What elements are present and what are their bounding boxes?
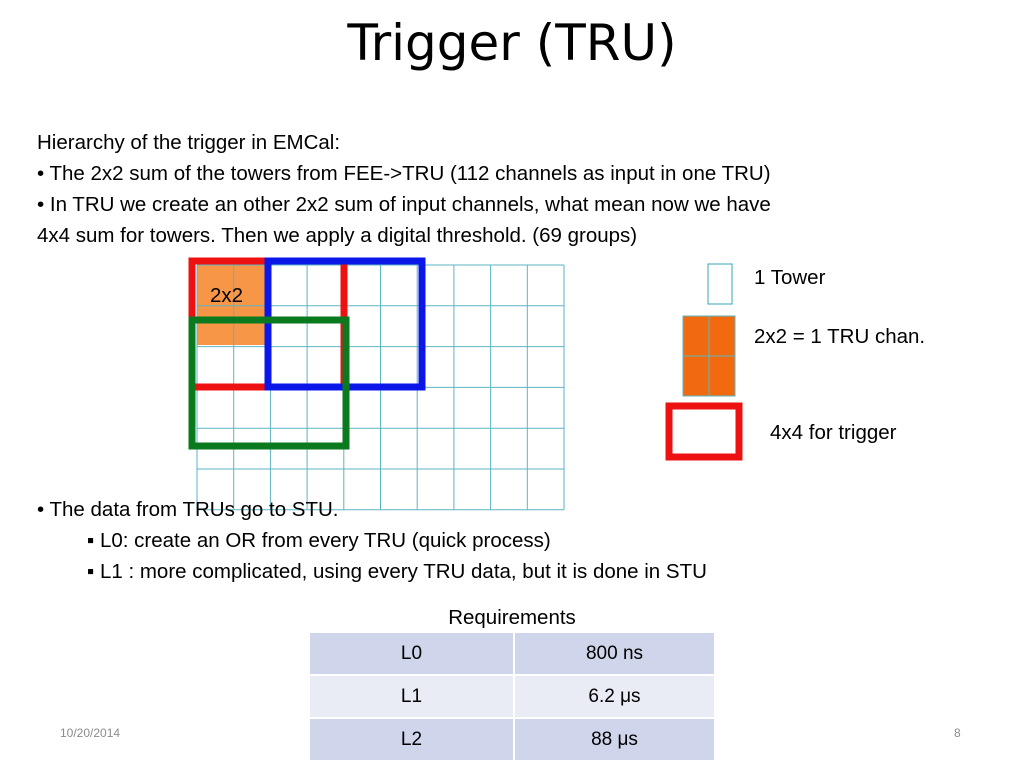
- legend-4x4-box: [665, 402, 743, 461]
- requirements-table: L0 800 ns L1 6.2 μs L2 88 μs: [308, 631, 716, 762]
- legend-4x4-label: 4x4 for trigger: [770, 421, 897, 444]
- legend-tower-label: 1 Tower: [754, 266, 826, 289]
- intro-line: Hierarchy of the trigger in EMCal:: [37, 131, 341, 154]
- intro-text: Hierarchy of the trigger in EMCal: • The…: [37, 127, 997, 251]
- time-cell: 800 ns: [513, 631, 716, 676]
- slide-title: Trigger (TRU): [347, 14, 677, 72]
- legend-tower-box: [707, 263, 733, 305]
- tower-grid: [196, 264, 565, 511]
- time-cell: 88 μs: [513, 717, 716, 762]
- level-cell: L2: [308, 717, 515, 762]
- stu-text: • The data from TRUs go to STU. ▪ L0: cr…: [37, 494, 997, 587]
- stu-sub-bullet: ▪ L0: create an OR from every TRU (quick…: [87, 529, 551, 552]
- green-4x4-box: [188, 316, 350, 450]
- page-number: 8: [954, 726, 961, 740]
- table-row: L0 800 ns: [308, 631, 716, 676]
- tru-channel-fill: [197, 265, 267, 345]
- stu-sub-bullet: ▪ L1 : more complicated, using every TRU…: [87, 560, 707, 583]
- footer-date: 10/20/2014: [60, 726, 121, 740]
- requirements-title: Requirements: [448, 606, 576, 629]
- intro-line: 4x4 sum for towers. Then we apply a digi…: [37, 224, 638, 247]
- table-row: L2 88 μs: [308, 717, 716, 762]
- intro-bullet: • In TRU we create an other 2x2 sum of i…: [37, 193, 771, 216]
- legend-2x2-label: 2x2 = 1 TRU chan.: [754, 325, 926, 348]
- grid-2x2-label: 2x2: [210, 284, 244, 307]
- table-row: L1 6.2 μs: [308, 674, 716, 719]
- level-cell: L1: [308, 674, 515, 719]
- intro-bullet: • The 2x2 sum of the towers from FEE->TR…: [37, 162, 771, 185]
- level-cell: L0: [308, 631, 515, 676]
- time-cell: 6.2 μs: [513, 674, 716, 719]
- stu-bullet: • The data from TRUs go to STU.: [37, 498, 339, 521]
- legend-2x2-box: [682, 315, 736, 397]
